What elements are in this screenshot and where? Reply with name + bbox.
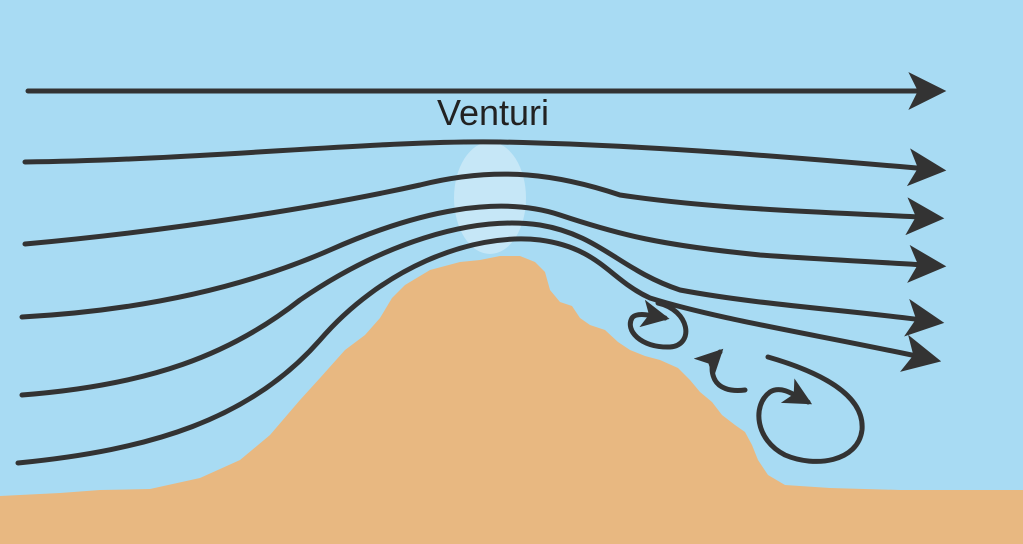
streamline-2 bbox=[22, 139, 947, 187]
streamline-5 bbox=[19, 220, 945, 398]
streamline-6 bbox=[15, 236, 942, 466]
mountain bbox=[0, 256, 1023, 544]
eddy-2 bbox=[693, 348, 748, 393]
streamline-4 bbox=[19, 203, 947, 320]
streamline-3 bbox=[22, 171, 945, 247]
venturi-label: Venturi bbox=[437, 92, 549, 133]
eddy-1 bbox=[627, 299, 689, 350]
eddy-3 bbox=[756, 354, 865, 464]
